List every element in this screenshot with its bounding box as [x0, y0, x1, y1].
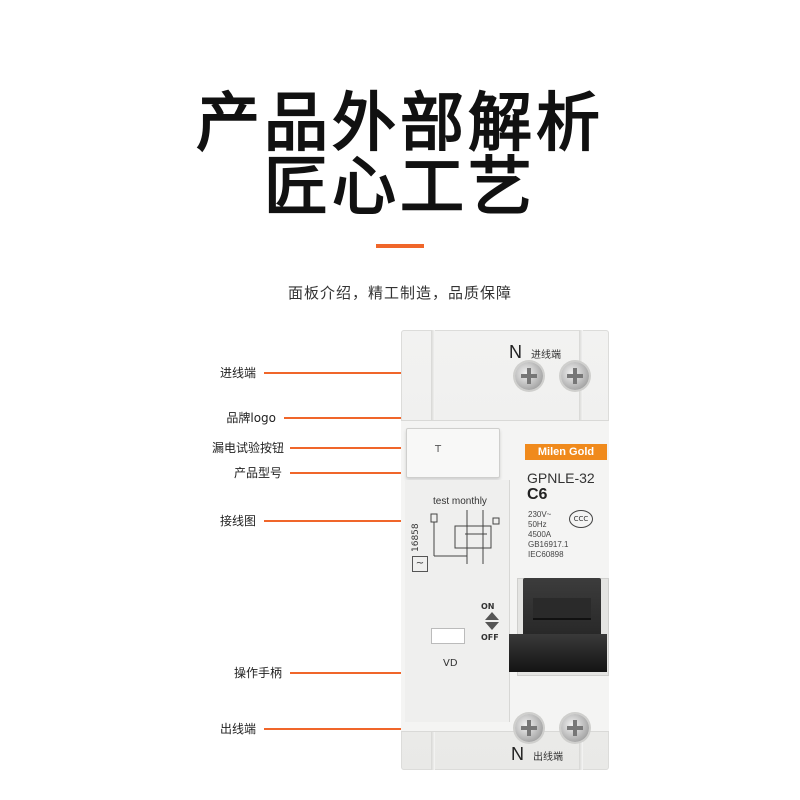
- serial-number: 16858: [411, 523, 421, 552]
- page-subtitle: 面板介绍，精工制造，品质保障: [287, 284, 512, 302]
- ac-wave-icon: ~: [412, 556, 428, 572]
- spec-voltage: 230V~: [528, 510, 552, 519]
- bottom-screw-right-icon: [561, 714, 589, 742]
- handle-base: [509, 634, 607, 672]
- leader-line-inlet: [264, 372, 530, 374]
- wiring-diagram-schematic: [430, 510, 500, 564]
- callout-label-model: 产品型号: [233, 466, 282, 480]
- circuit-breaker-illustration: N 进线端 T Milen Gold GPNLE-32 C6 230V~ 50H…: [401, 330, 609, 770]
- leakage-test-button: T: [406, 428, 500, 478]
- page-title-line-2: 匠心工艺: [264, 151, 536, 225]
- callout-label-brand-logo: 品牌logo: [226, 411, 276, 425]
- callout-label-test-button: 漏电试验按钮: [212, 441, 285, 455]
- bottom-terminal-n-mark: N: [511, 744, 524, 764]
- callout-label-inlet: 进线端: [219, 366, 256, 380]
- brand-logo-badge: Milen Gold: [525, 444, 607, 460]
- test-monthly-text: test monthly: [433, 496, 487, 507]
- callout-label-outlet: 出线端: [219, 722, 256, 736]
- leader-line-outlet: [264, 728, 530, 730]
- on-arrow-icon: [485, 612, 499, 620]
- handle-grip: [533, 598, 591, 620]
- off-label: OFF: [481, 633, 499, 642]
- accent-divider: [376, 244, 424, 248]
- model-number: GPNLE-32: [527, 470, 595, 486]
- indicator-window: [431, 628, 465, 644]
- top-screw-right-icon: [561, 362, 589, 390]
- leader-line-test-button: [290, 447, 436, 449]
- bottom-screw-left-icon: [515, 714, 543, 742]
- bottom-terminal-text: 出线端: [533, 752, 563, 763]
- current-rating: C6: [527, 486, 548, 503]
- top-terminal-text: 进线端: [531, 350, 561, 361]
- page-title-line-1: 产品外部解析: [196, 87, 604, 161]
- spec-standard-gb: GB16917.1: [528, 540, 569, 549]
- spec-breaking-capacity: 4500A: [528, 530, 552, 539]
- top-terminal-n-mark: N: [509, 342, 522, 362]
- test-button-glyph: T: [435, 444, 442, 455]
- off-arrow-icon: [485, 622, 499, 630]
- callout-label-handle: 操作手柄: [233, 666, 282, 680]
- leader-line-wiring-diagram: [264, 520, 436, 522]
- spec-frequency: 50Hz: [528, 520, 547, 529]
- on-label: ON: [481, 602, 495, 611]
- top-screw-left-icon: [515, 362, 543, 390]
- spec-standard-iec: IEC60898: [528, 550, 564, 559]
- vd-label: VD: [443, 658, 458, 669]
- ccc-cert-mark: CCC: [569, 510, 593, 528]
- callout-label-wiring-diagram: 接线图: [219, 514, 256, 528]
